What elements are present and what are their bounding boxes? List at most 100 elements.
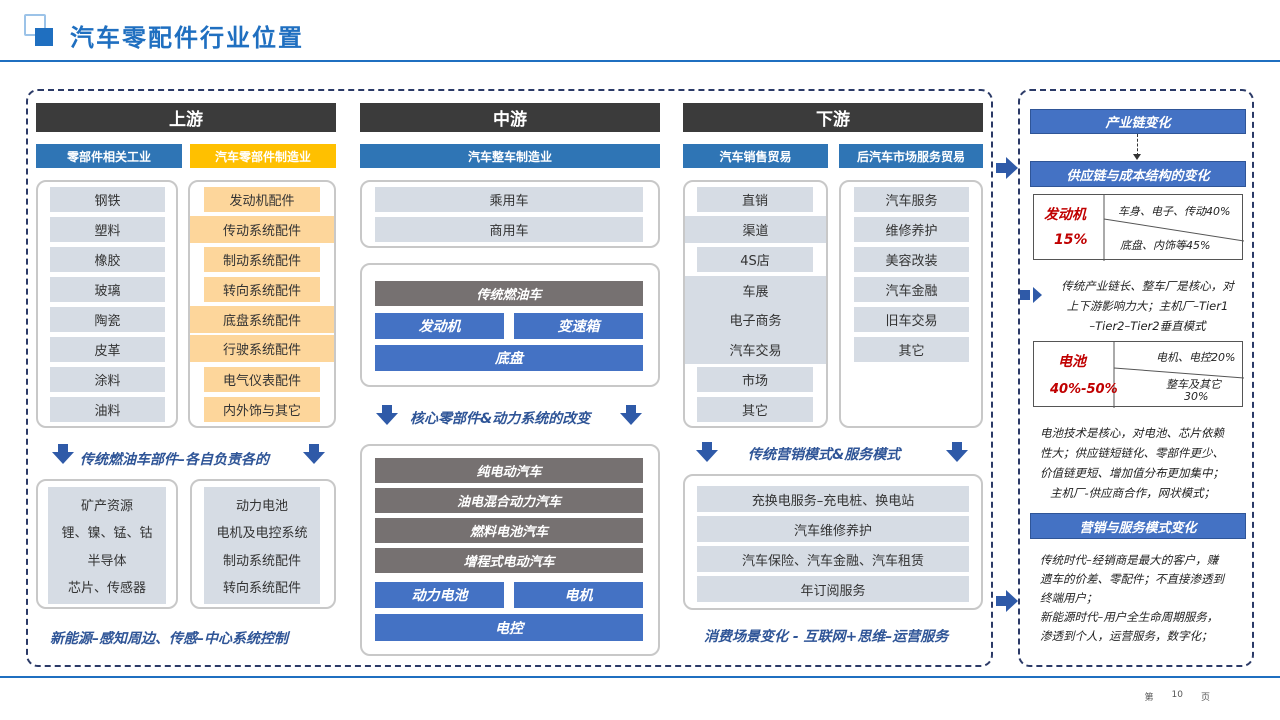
supply-change-header: 供应链与成本结构的变化 [1030,161,1246,187]
marketing-change-header: 营销与服务模式变化 [1030,513,1246,539]
list-item: 芯片、传感器 [67,580,146,596]
midstream-header: 中游 [360,103,660,132]
list-item: 转向系统配件 [204,277,320,302]
list-item: 电机及电控系统 [216,526,308,542]
list-item: 行驶系统配件 [190,335,334,362]
text-line: 性大；供应链短链化、零部件更少、 [1040,446,1224,460]
service-charging: 充换电服务–充电桩、换电站 [697,486,969,512]
list-item: 制动系统配件 [222,553,301,569]
list-item: 内外饰与其它 [204,397,320,422]
engine-cost-top: 车身、电子、传动40% [1118,205,1231,218]
footer-rule [0,676,1280,678]
list-item: 发动机配件 [204,187,320,212]
list-item: 动力电池 [235,499,288,515]
sales-online-group: 车展 电子商务 汽车交易 [685,276,826,364]
nev-type-fcev: 燃料电池汽车 [375,518,643,543]
page-number-prefix: 第 [1144,693,1172,703]
engine-cost-box: 发动机 15% 车身、电子、传动40% 底盘、内饰等45% [1033,194,1244,261]
list-item: 电子商务 [729,314,782,330]
list-item: 汽车服务 [854,187,969,212]
list-item: 市场 [697,367,813,392]
nev-motor: 电机 [514,582,643,608]
battery-cost-divider [1113,342,1244,408]
engine-insight-text: 传统产业链长、整车厂是核心，对 上下游影响力大；主机厂–Tier1 –Tier2… [1045,276,1250,336]
list-item: 油料 [50,397,165,422]
list-item: 渠道 [685,216,826,243]
battery-cost-bottom-pct: 30% [1184,390,1209,403]
upstream-col1-header: 零部件相关工业 [36,144,182,168]
engine-cost-divider [1103,195,1244,261]
arrow-right-icon [996,590,1018,612]
nev-type-bev: 纯电动汽车 [375,458,643,483]
upstream-nev-parts-list: 动力电池 电机及电控系统 制动系统配件 转向系统配件 [204,487,320,604]
list-item: 半导体 [87,553,127,569]
nev-type-erev: 增程式电动汽车 [375,548,643,573]
text-line: 主机厂-供应商合作，网状模式； [1050,486,1216,500]
arrow-down-icon [376,405,398,425]
list-item: 直销 [697,187,813,212]
battery-percent: 40%-50% [1050,382,1118,397]
list-item: 橡胶 [50,247,165,272]
arrow-down-icon [303,444,325,464]
text-line: 传统产业链长、整车厂是核心，对 [1061,279,1234,293]
list-item: 其它 [697,397,813,422]
page-number: 第 10 页 [1145,690,1228,703]
upstream-caption-nev: 新能源–感知周边、传感–中心系统控制 [50,631,288,647]
vehicle-commercial: 商用车 [375,217,643,242]
nev-type-hev: 油电混合动力汽车 [375,488,643,513]
battery-cost-top: 电机、电控20% [1156,351,1236,364]
downstream-caption-consumption: 消费场景变化 - 互联网+思维–运营服务 [704,629,949,645]
nev-battery: 动力电池 [375,582,504,608]
insights-panel [1018,89,1254,667]
page-number-suffix: 页 [1200,693,1228,703]
chain-change-header: 产业链变化 [1030,109,1246,134]
battery-insight-text: 电池技术是核心，对电池、芯片依赖 性大；供应链短链化、零部件更少、 价值链更短、… [1040,423,1248,503]
text-line: 渗透到个人，运营服务，数字化； [1040,629,1213,643]
list-item: 皮革 [50,337,165,362]
engine-label: 发动机 [1044,207,1086,223]
text-line: 上下游影响力大；主机厂–Tier1 [1066,299,1229,313]
page-number-value: 10 [1171,690,1183,700]
service-insurance-finance: 汽车保险、汽车金融、汽车租赁 [697,546,969,572]
list-item: 制动系统配件 [204,247,320,272]
connector-line [1137,134,1138,156]
service-subscription: 年订阅服务 [697,576,969,602]
arrow-right-icon [996,157,1018,179]
engine-cost-bottom: 底盘、内饰等45% [1120,239,1211,252]
downstream-caption-traditional: 传统营销模式&服务模式 [748,447,901,463]
upstream-header: 上游 [36,103,336,132]
upstream-col2-header: 汽车零部件制造业 [190,144,336,168]
text-line: 新能源时代–用户全生命周期服务， [1040,610,1219,624]
vehicle-passenger: 乘用车 [375,187,643,212]
list-item: 底盘系统配件 [190,306,334,333]
text-line: 电池技术是核心，对电池、芯片依赖 [1040,426,1224,440]
battery-cost-bottom: 整车及其它 [1166,378,1221,391]
text-line: 终端用户； [1040,591,1098,605]
list-item: 转向系统配件 [222,580,301,596]
arrow-down-icon [696,442,718,462]
midstream-sub-header: 汽车整车制造业 [360,144,660,168]
list-item: 玻璃 [50,277,165,302]
upstream-caption-traditional: 传统燃油车部件–各自负责各的 [80,452,269,468]
midstream-caption-core-change: 核心零部件&动力系统的改变 [410,411,591,427]
arrow-down-icon [946,442,968,462]
list-item: 塑料 [50,217,165,242]
list-item: 陶瓷 [50,307,165,332]
ice-gearbox: 变速箱 [514,313,643,339]
title-decoration-square [35,28,53,46]
battery-label: 电池 [1058,354,1086,370]
list-item: 锂、镍、锰、钴 [61,526,153,542]
value-chain-container [26,89,993,667]
ice-engine: 发动机 [375,313,504,339]
downstream-header: 下游 [683,103,983,132]
list-item: 旧车交易 [854,307,969,332]
ice-vehicle-title: 传统燃油车 [375,281,643,306]
list-item: 美容改装 [854,247,969,272]
text-line: 传统时代–经销商是最大的客户，赚 [1040,553,1219,567]
list-item: 电气仪表配件 [204,367,320,392]
battery-cost-box: 电池 40%-50% 电机、电控20% 整车及其它 30% [1033,341,1244,408]
list-item: 4S店 [697,247,813,272]
header-rule [0,60,1280,62]
arrow-right-icon [1020,287,1042,303]
text-line: 价值链更短、增加值分布更加集中； [1040,466,1224,480]
